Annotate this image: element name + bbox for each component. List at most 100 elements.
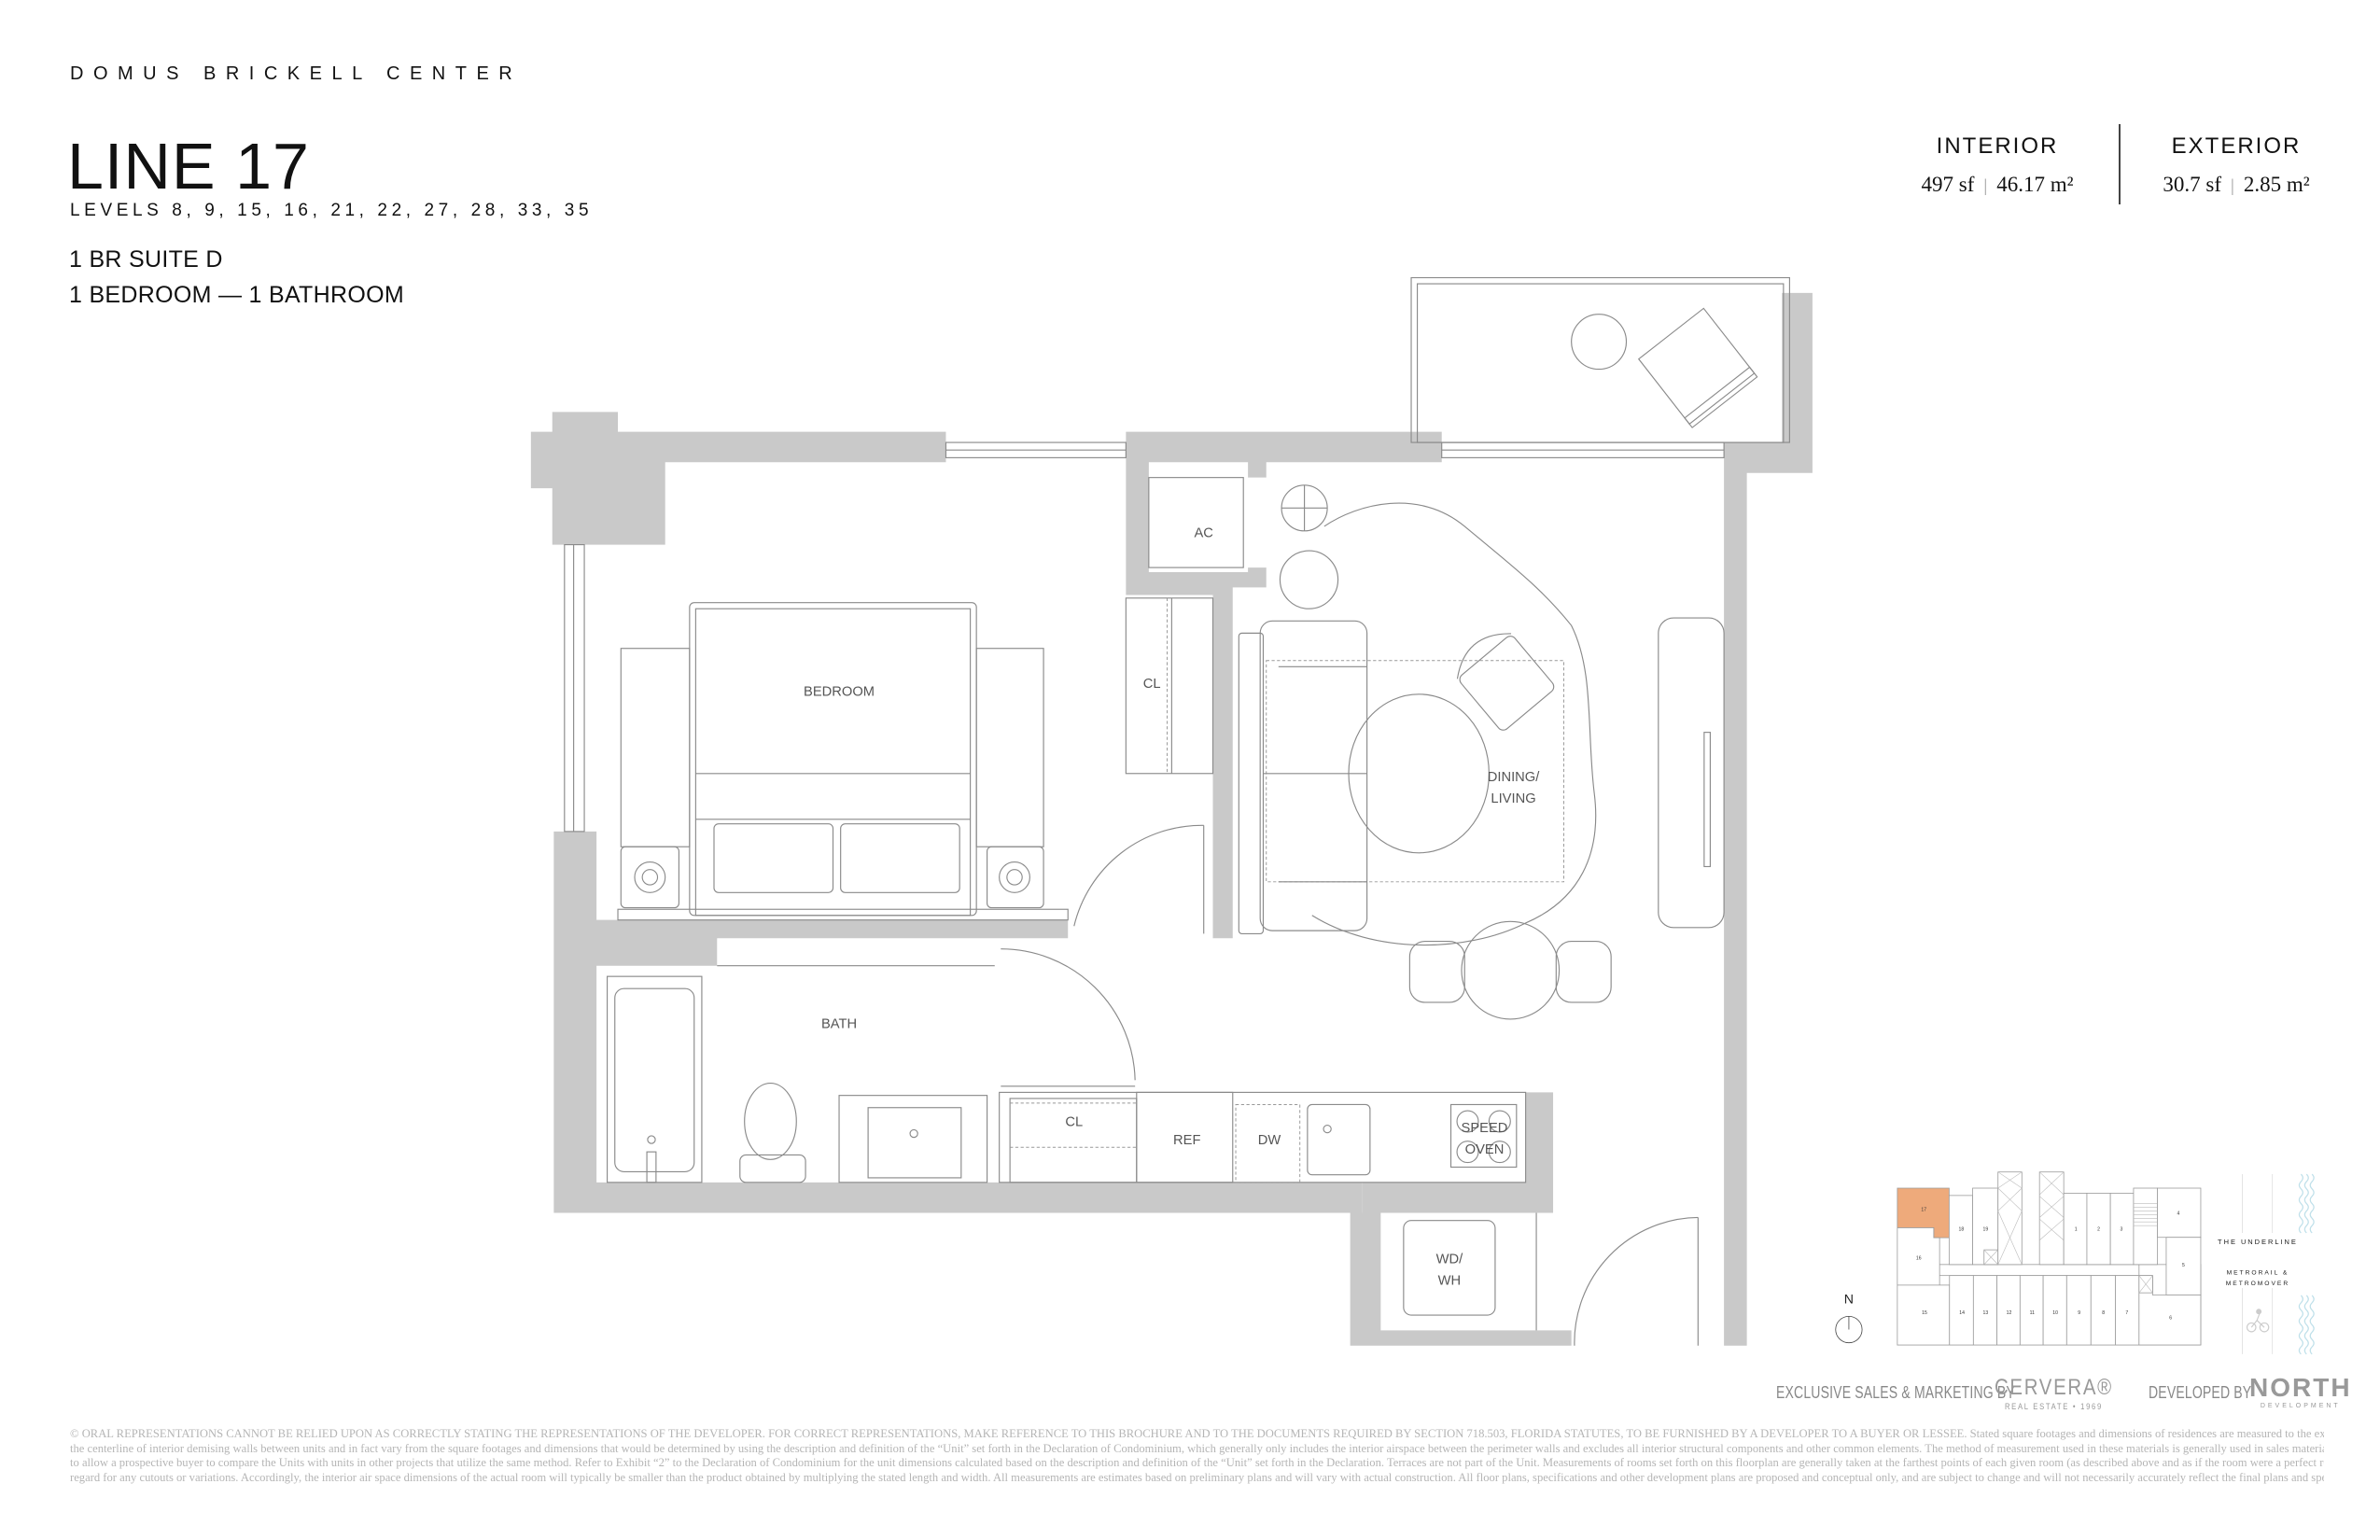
- unit-number: 15: [1922, 1310, 1927, 1316]
- unit-1: [2063, 1193, 2088, 1266]
- elevator-core: [1997, 1171, 2023, 1266]
- room-label-dining-living: DINING/: [1488, 770, 1540, 785]
- lamp-icon: [999, 861, 1030, 893]
- dining-chair-right: [1555, 940, 1612, 1003]
- bathtub-basin: [614, 987, 695, 1172]
- cervera-logo-sub: REAL ESTATE • 1969: [2004, 1402, 2103, 1411]
- burner-icon: [1488, 1110, 1511, 1133]
- interior-values: 497 sf|46.17 m²: [1885, 173, 2109, 197]
- pillow-right: [840, 823, 960, 893]
- faucet-icon: [909, 1128, 918, 1139]
- unit-number: 17: [1921, 1207, 1926, 1212]
- unit-10: [2042, 1275, 2067, 1346]
- wall-left-bath: [553, 831, 1363, 1213]
- closet-kitchen: [1009, 1098, 1138, 1183]
- north-logo-text: NORTH: [2249, 1373, 2352, 1402]
- interior-area: INTERIOR 497 sf|46.17 m²: [1885, 133, 2109, 197]
- unit-number: 11: [2030, 1310, 2035, 1316]
- cooktop: [1449, 1103, 1518, 1169]
- entry-door-swing: [1574, 1216, 1699, 1346]
- north-label: N: [1844, 1293, 1854, 1308]
- unit-7: [2115, 1275, 2140, 1346]
- room-label-dining-living-2: LIVING: [1491, 791, 1535, 806]
- side-panel-right: [975, 648, 1044, 847]
- side-table: [1279, 550, 1339, 609]
- stairs: [2133, 1187, 2158, 1266]
- wall-top-left: [530, 412, 946, 545]
- unit-9: [2065, 1275, 2092, 1346]
- exterior-m2: 2.85 m²: [2243, 173, 2310, 196]
- toilet: [744, 1083, 797, 1160]
- room-label-closet: CL: [1143, 677, 1161, 692]
- interior-sf: 497 sf: [1921, 173, 1975, 196]
- dining-table: [1461, 920, 1561, 1020]
- page-title: LINE 17: [67, 130, 310, 203]
- side-panel-left: [620, 648, 691, 847]
- unit-number: 12: [2007, 1310, 2012, 1316]
- sofa-arm: [1238, 632, 1265, 934]
- living-furniture: [1148, 477, 1725, 1020]
- wall-right: [1724, 292, 1813, 1346]
- unit-number: 16: [1916, 1255, 1922, 1261]
- unit-number: 8: [2102, 1310, 2105, 1316]
- unit-11: [2019, 1275, 2044, 1346]
- levels-list: LEVELS 8, 9, 15, 16, 21, 22, 27, 28, 33,…: [70, 201, 594, 220]
- unit-number: 6: [2169, 1316, 2172, 1322]
- unit-number: 19: [1982, 1226, 1988, 1232]
- compass-icon: [1835, 1315, 1863, 1344]
- unit-number: 2: [2097, 1226, 2100, 1232]
- unit-number: 1: [2075, 1226, 2078, 1232]
- tv-console: [1658, 617, 1725, 929]
- kitchen: [999, 1091, 1699, 1346]
- interior-m2: 46.17 m²: [1996, 173, 2074, 196]
- washer-dryer: [1403, 1220, 1496, 1316]
- balcony-chair: [1637, 307, 1758, 428]
- nightstand-left: [620, 846, 679, 909]
- exterior-values: 30.7 sf | 2.85 m²: [2124, 173, 2348, 197]
- room-label-ref: REF: [1173, 1133, 1200, 1148]
- lamp-icon-inner: [1006, 869, 1023, 886]
- north-logo-sub: DEVELOPMENT: [2260, 1403, 2341, 1409]
- tv: [1703, 732, 1711, 868]
- unit-13: [1972, 1275, 1997, 1346]
- wall-kitchen-right: [1362, 1092, 1554, 1213]
- developer-label: DEVELOPED BY: [2149, 1383, 2252, 1402]
- disclaimer-line: to allow a prospective buyer to compare …: [70, 1456, 2324, 1470]
- bicycle-icon: [2246, 1309, 2270, 1333]
- dining-chair-left: [1408, 940, 1465, 1003]
- toilet-tank: [739, 1154, 806, 1183]
- sales-label: EXCLUSIVE SALES & MARKETING BY: [1776, 1383, 2015, 1402]
- faucet-icon: [1323, 1124, 1332, 1134]
- disclaimer-line: © ORAL REPRESENTATIONS CANNOT BE RELIED …: [70, 1427, 2324, 1440]
- interior-label: INTERIOR: [1936, 133, 2059, 159]
- room-label-wd: WD/: [1436, 1252, 1463, 1267]
- metro-label-1: METRORAIL &: [2227, 1269, 2289, 1276]
- suite-name: 1 BR SUITE D: [69, 246, 223, 273]
- kitchen-sink: [1307, 1103, 1371, 1176]
- legal-disclaimer: © ORAL REPRESENTATIONS CANNOT BE RELIED …: [70, 1427, 2324, 1485]
- exterior-sf: 30.7 sf: [2163, 173, 2221, 196]
- lamp-icon-inner: [641, 869, 659, 886]
- wall-laundry: [1350, 1212, 1572, 1346]
- unit-number: 5: [2182, 1263, 2185, 1268]
- separator: |: [2231, 176, 2234, 196]
- sofa: [1259, 620, 1368, 931]
- dishwasher: [1235, 1103, 1301, 1183]
- unit-14: [1949, 1275, 1974, 1346]
- unit-number: 9: [2078, 1310, 2080, 1316]
- room-label-kitchen-closet: CL: [1065, 1114, 1083, 1129]
- balcony-table: [1571, 314, 1628, 371]
- unit-number: 14: [1959, 1310, 1965, 1316]
- room-label-speed-oven: SPEED: [1462, 1121, 1508, 1136]
- vanity: [838, 1095, 988, 1183]
- balcony: [1410, 276, 1790, 443]
- room-label-bedroom: BEDROOM: [804, 684, 875, 699]
- burner-icon: [1456, 1110, 1479, 1133]
- disclaimer-line: the centerline of interior demising wall…: [70, 1441, 2324, 1455]
- armchair: [1456, 633, 1555, 731]
- tub-faucet: [646, 1151, 657, 1183]
- corridor: [1939, 1264, 2140, 1277]
- nightstand-right: [987, 846, 1044, 909]
- bath-door-swing: [1001, 948, 1136, 1081]
